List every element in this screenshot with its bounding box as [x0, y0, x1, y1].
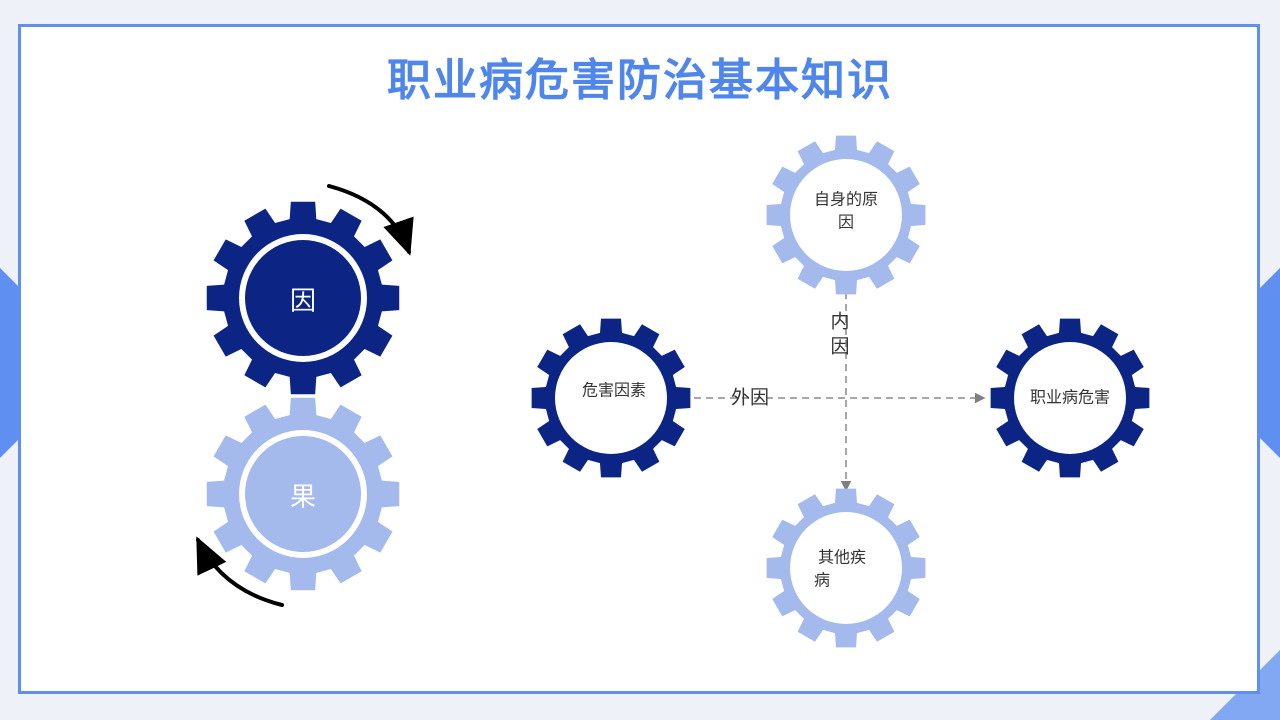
effect-gear-label: 果	[290, 483, 316, 513]
hazard-factor-node: 危害因素	[531, 318, 691, 478]
hazard-factor-label: 危害因素	[582, 381, 646, 400]
internal-cause-label-line1: 内	[830, 311, 849, 333]
other-disease-node: 其他疾 病	[766, 488, 926, 648]
effect-gear: 果	[206, 397, 400, 591]
clockwise-arrow	[327, 184, 414, 256]
self-cause-label-line2: 因	[838, 213, 854, 232]
page-title: 职业病危害防治基本知识	[387, 55, 893, 106]
occupational-hazard-node: 职业病危害	[990, 318, 1150, 478]
internal-cause-label-line2: 因	[830, 336, 849, 358]
other-disease-label-line1: 其他疾	[818, 548, 866, 567]
other-disease-label-line2: 病	[814, 571, 830, 590]
cause-gear-label: 因	[290, 287, 316, 317]
counterclockwise-arrow	[196, 536, 284, 607]
occupational-hazard-label: 职业病危害	[1030, 388, 1110, 407]
self-cause-label-line1: 自身的原	[814, 190, 878, 209]
self-cause-node: 自身的原 因	[766, 135, 926, 295]
cause-gear: 因	[206, 201, 400, 395]
external-cause-label: 外因	[731, 387, 769, 409]
